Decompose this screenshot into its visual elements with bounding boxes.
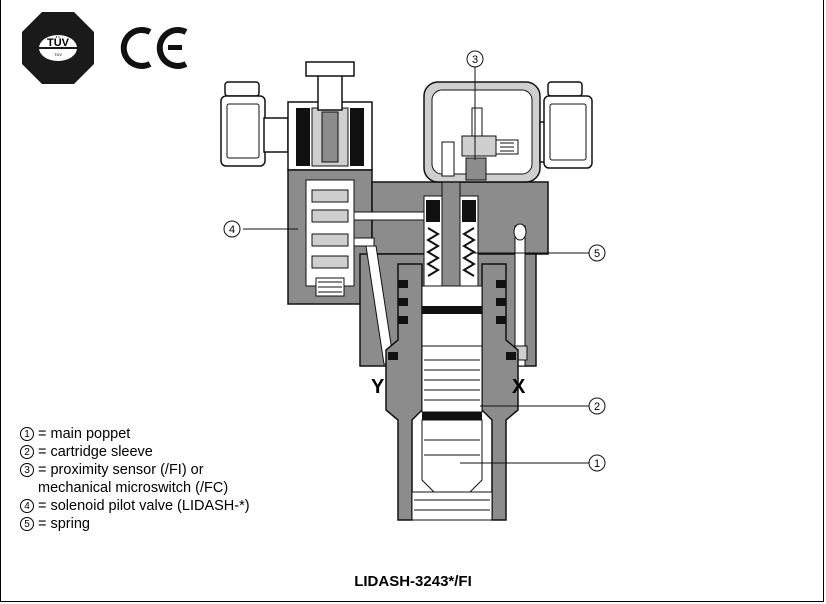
legend-text: = spring — [38, 516, 90, 532]
legend-text: = cartridge sleeve — [38, 444, 153, 460]
callout-1: 1 — [588, 454, 606, 472]
legend-item: 1 = main poppet — [20, 425, 250, 443]
legend-number: 3 — [20, 463, 34, 477]
callout-4: 4 — [223, 220, 241, 238]
figure-caption: LIDASH-3243*/FI — [354, 573, 472, 590]
proximity-sensor — [423, 81, 593, 183]
port-y-label: Y — [371, 376, 385, 398]
legend-text: mechanical microswitch (/FC) — [38, 480, 229, 496]
legend-text: = solenoid pilot valve (LIDASH-*) — [38, 498, 250, 514]
main-poppet — [411, 285, 493, 521]
legend: 1 = main poppet 2 = cartridge sleeve 3 = pr… — [20, 425, 250, 533]
tuv-small-text: TÜV — [54, 52, 62, 57]
svg-text:2: 2 — [594, 401, 600, 413]
legend-item: 4 = solenoid pilot valve (LIDASH-*) — [20, 497, 250, 515]
svg-text:3: 3 — [472, 54, 478, 66]
legend-item-continued: mechanical microswitch (/FC) — [20, 479, 250, 497]
svg-text:5: 5 — [594, 248, 600, 260]
spring-assembly — [423, 149, 479, 291]
port-x-label: X — [512, 376, 526, 398]
svg-text:1: 1 — [594, 458, 600, 470]
legend-item: 2 = cartridge sleeve — [20, 443, 250, 461]
callout-3: 3 — [466, 50, 484, 68]
tuv-certification-mark: TÜV TÜV — [22, 12, 94, 84]
legend-text: = main poppet — [38, 426, 131, 442]
leader-lines — [243, 67, 589, 464]
solenoid-pilot-valve — [220, 61, 373, 305]
svg-text:4: 4 — [229, 224, 235, 236]
legend-number: 1 — [20, 427, 34, 441]
legend-item: 3 = proximity sensor (/FI) or — [20, 461, 250, 479]
ce-mark — [120, 27, 188, 69]
tuv-text: TÜV — [47, 36, 70, 49]
legend-number: 4 — [20, 499, 34, 513]
legend-number: 5 — [20, 517, 34, 531]
callout-5: 5 — [588, 244, 606, 262]
legend-item: 5 = spring — [20, 515, 250, 533]
legend-text: = proximity sensor (/FI) or — [38, 462, 204, 478]
callout-2: 2 — [588, 397, 606, 415]
legend-number: 2 — [20, 445, 34, 459]
